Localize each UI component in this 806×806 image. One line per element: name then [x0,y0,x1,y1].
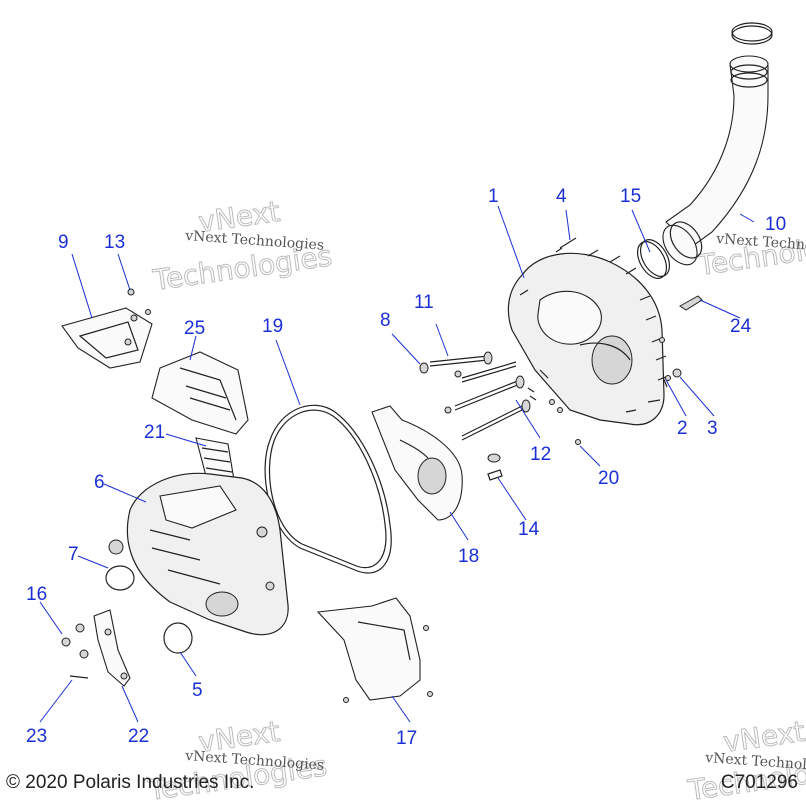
part-20-screws [527,387,581,445]
callout-17: 17 [396,728,417,749]
callout-19: 19 [262,316,283,337]
figure-code: C701296 [720,772,798,793]
part-10-intake-duct [662,55,769,266]
callout-18: 18 [458,546,479,567]
part-6-fitting [108,539,124,555]
callout-labels: 1 2 3 4 5 6 7 8 9 10 11 12 13 14 15 16 1… [26,186,786,749]
callout-8: 8 [380,310,391,331]
copyright-notice: © 2020 Polaris Industries Inc. [6,772,255,793]
leader-lines [39,205,755,723]
part-7-o-ring [105,565,135,591]
part-19-belt [264,404,392,574]
callout-9: 9 [58,232,69,253]
callout-12: 12 [530,444,551,465]
part-16-fasteners [61,623,89,659]
part-17-lower-guard [316,597,433,703]
callout-14: 14 [518,519,540,540]
part-23-screw [69,675,89,679]
part-duct-top-clamp [731,22,773,45]
callout-23: 23 [26,726,47,747]
part-13-screw [127,288,135,296]
callout-4: 4 [556,186,567,207]
callout-6: 6 [94,472,105,493]
part-8-washer [419,362,429,374]
callout-20: 20 [598,468,619,489]
callout-16: 16 [26,584,47,605]
part-3-nut [672,368,682,378]
callout-10: 10 [765,214,786,235]
callout-3: 3 [707,418,718,439]
part-18-inner-plate [371,405,463,521]
part-2-dowel [662,376,668,388]
part-25-air-box [151,351,249,435]
part-5-o-ring [163,622,193,654]
part-14-bolt [487,453,503,481]
callout-15: 15 [620,186,641,207]
part-6-inner-cover [126,472,289,636]
part-13-screw-b [145,309,151,315]
watermark-top-left: Technologies vNext vNext Technologies [150,194,335,297]
watermark-top-right: Technologies vNext Technologies [695,224,806,283]
callout-24: 24 [730,316,752,337]
callout-22: 22 [128,726,149,747]
callout-21: 21 [144,422,165,443]
part-24-seal [679,295,703,311]
callout-7: 7 [68,544,79,565]
callout-25: 25 [184,318,205,339]
part-11-bolt [429,351,493,367]
callout-1: 1 [488,186,499,207]
callout-11: 11 [414,292,434,313]
callout-13: 13 [104,232,125,253]
part-12-bolts [444,361,531,441]
part-9-bracket [61,307,153,369]
part-1-outer-cover [507,252,665,426]
callout-5: 5 [192,680,203,701]
callout-2: 2 [677,418,688,439]
part-22-bracket [93,609,131,687]
